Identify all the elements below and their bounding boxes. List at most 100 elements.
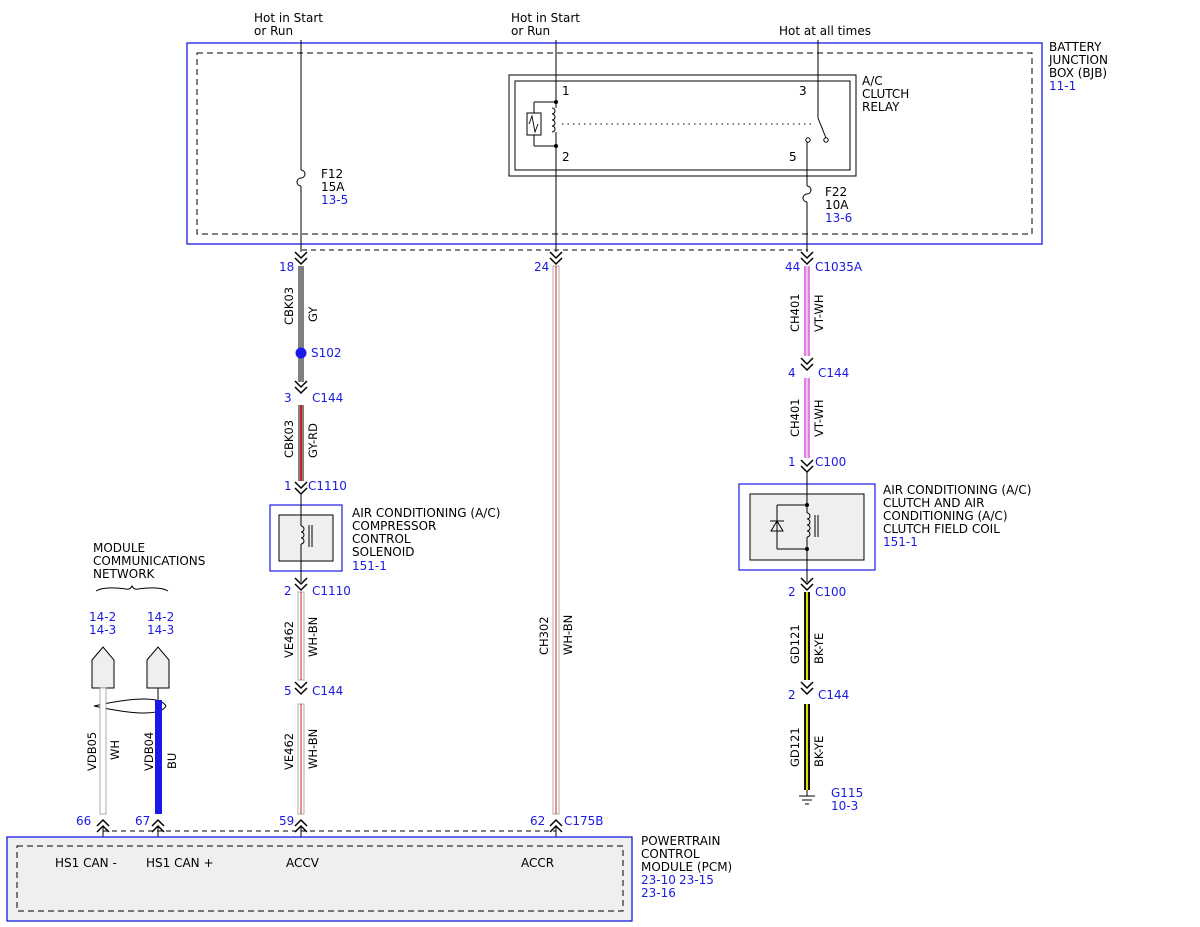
- connector-c100-a: C100: [815, 455, 846, 469]
- connector-c144-c: C144: [818, 366, 849, 380]
- hot-start-run-label-1a: Hot in Start: [254, 11, 323, 25]
- hot-start-run-label-1b: or Run: [254, 24, 293, 38]
- pin-18: 18: [279, 260, 294, 274]
- fuse-f12-name: F12: [321, 167, 343, 181]
- ground-ref: 10-3: [831, 799, 858, 813]
- pcm-label-line3: MODULE (PCM): [641, 860, 732, 874]
- network-ref-b1: 14-2: [147, 610, 174, 624]
- network-ref-b2: 14-3: [147, 623, 174, 637]
- circuit-accv: F12 15A 13-5 18 S102 CBK03 GY 3 C144 CBK…: [269, 40, 500, 846]
- clutch-coil-label-line3: CONDITIONING (A/C): [883, 509, 1008, 523]
- network-circuit: MODULE COMMUNICATIONS NETWORK 14-2 14-3 …: [76, 541, 205, 846]
- pin-c144-4: 4: [788, 366, 796, 380]
- wire-vdb05-circuit: VDB05: [85, 732, 99, 771]
- network-ref-a1: 14-2: [89, 610, 116, 624]
- pcm-pin-hs1-can-minus: HS1 CAN -: [55, 856, 117, 870]
- pin-24: 24: [534, 260, 549, 274]
- wire-cbk03-color: GY: [306, 306, 320, 322]
- ground-g115: G115: [831, 786, 863, 800]
- connector-c1110-b: C1110: [312, 584, 351, 598]
- bjb-label-line2: JUNCTION: [1048, 53, 1108, 67]
- battery-junction-box: BATTERY JUNCTION BOX (BJB) 11-1: [186, 40, 1108, 251]
- pcm-ref-2: 23-15: [679, 873, 714, 887]
- bjb-label-line3: BOX (BJB): [1049, 66, 1107, 80]
- fuse-f12-ref: 13-5: [321, 193, 348, 207]
- relay-label-line2: CLUTCH: [862, 87, 909, 101]
- circuit-accr: 24 CH302 WH-BN 62 C175B: [530, 40, 604, 846]
- pin-c1110-1: 1: [284, 479, 292, 493]
- relay-pin-2: 2: [562, 150, 570, 164]
- pin-c100-2: 2: [788, 585, 796, 599]
- wire-ch401-circuit-b: CH401: [788, 398, 802, 437]
- relay-pin-5: 5: [789, 150, 797, 164]
- bjb-ref: 11-1: [1049, 79, 1076, 93]
- wire-gd121-circuit-a: GD121: [788, 624, 802, 664]
- connector-c144-b: C144: [312, 684, 343, 698]
- pin-pcm-67: 67: [135, 814, 150, 828]
- clutch-coil-ref: 151-1: [883, 535, 918, 549]
- solenoid-label-line3: CONTROL: [352, 532, 411, 546]
- pcm-ref-3: 23-16: [641, 886, 676, 900]
- wire-ve462-color-b: WH-BN: [306, 729, 320, 769]
- pcm-pin-hs1-can-plus: HS1 CAN +: [146, 856, 214, 870]
- relay-pin-1: 1: [562, 84, 570, 98]
- hot-all-times-label: Hot at all times: [779, 24, 871, 38]
- bjb-label-line1: BATTERY: [1049, 40, 1102, 54]
- connector-c1035a: C1035A: [815, 260, 863, 274]
- pcm-pin-accr: ACCR: [521, 856, 554, 870]
- wire-ch401-circuit-a: CH401: [788, 293, 802, 332]
- clutch-coil-label-line2: CLUTCH AND AIR: [883, 496, 984, 510]
- hot-start-run-label-2b: or Run: [511, 24, 550, 38]
- wire-cbk03-color-2: GY-RD: [306, 423, 320, 458]
- fuse-f22-ref: 13-6: [825, 211, 852, 225]
- connector-c144-d: C144: [818, 688, 849, 702]
- network-label-line3: NETWORK: [93, 567, 156, 581]
- pcm-ref-1: 23-10: [641, 873, 676, 887]
- pin-pcm-66: 66: [76, 814, 91, 828]
- pin-c144-3: 3: [284, 391, 292, 405]
- relay-pin-3: 3: [799, 84, 807, 98]
- network-label-line2: COMMUNICATIONS: [93, 554, 205, 568]
- fuse-f22-rating: 10A: [825, 198, 849, 212]
- splice-s102: S102: [311, 346, 342, 360]
- connector-c175b: C175B: [564, 814, 604, 828]
- wire-ch401-color-b: VT-WH: [812, 399, 826, 437]
- wire-cbk03-circuit: CBK03: [282, 287, 296, 325]
- clutch-coil-label-line1: AIR CONDITIONING (A/C): [883, 483, 1031, 497]
- circuit-clutch: F22 10A 13-6 44 C1035A CH401 VT-WH 4 C14…: [738, 40, 1031, 813]
- wire-ch302-circuit: CH302: [537, 616, 551, 655]
- wire-ch302-color: WH-BN: [561, 615, 575, 655]
- wire-cbk03-circuit-2: CBK03: [282, 420, 296, 458]
- network-ref-a2: 14-3: [89, 623, 116, 637]
- pin-c100-1: 1: [788, 455, 796, 469]
- relay-label-line1: A/C: [862, 74, 883, 88]
- wire-gd121-circuit-b: GD121: [788, 727, 802, 767]
- wire-ve462-circuit-a: VE462: [282, 621, 296, 658]
- clutch-coil-label-line4: CLUTCH FIELD COIL: [883, 522, 1000, 536]
- solenoid-label-line2: COMPRESSOR: [352, 519, 436, 533]
- relay-label-line3: RELAY: [862, 100, 900, 114]
- solenoid-label-line4: SOLENOID: [352, 545, 415, 559]
- fuse-f22-name: F22: [825, 185, 847, 199]
- connector-c144-a: C144: [312, 391, 343, 405]
- pcm-label-line1: POWERTRAIN: [641, 834, 721, 848]
- pin-pcm-62: 62: [530, 814, 545, 828]
- pcm-pin-accv: ACCV: [286, 856, 320, 870]
- wire-ch401-color-a: VT-WH: [812, 294, 826, 332]
- pin-pcm-59: 59: [279, 814, 294, 828]
- network-label-line1: MODULE: [93, 541, 145, 555]
- pcm-label-line2: CONTROL: [641, 847, 700, 861]
- wire-vdb04-color: BU: [165, 753, 179, 769]
- pcm-module: HS1 CAN - HS1 CAN + ACCV ACCR POWERTRAIN…: [6, 830, 732, 922]
- connector-c1110-a: C1110: [308, 479, 347, 493]
- pin-c144-2: 2: [788, 688, 796, 702]
- pin-c1110-2: 2: [284, 584, 292, 598]
- connector-c100-b: C100: [815, 585, 846, 599]
- wire-vdb05-color: WH: [108, 740, 122, 760]
- fuse-f12-rating: 15A: [321, 180, 345, 194]
- wire-ve462-color-a: WH-BN: [306, 617, 320, 657]
- solenoid-ref: 151-1: [352, 559, 387, 573]
- pin-c144-5: 5: [284, 684, 292, 698]
- wire-gd121-color-a: BK-YE: [812, 633, 826, 664]
